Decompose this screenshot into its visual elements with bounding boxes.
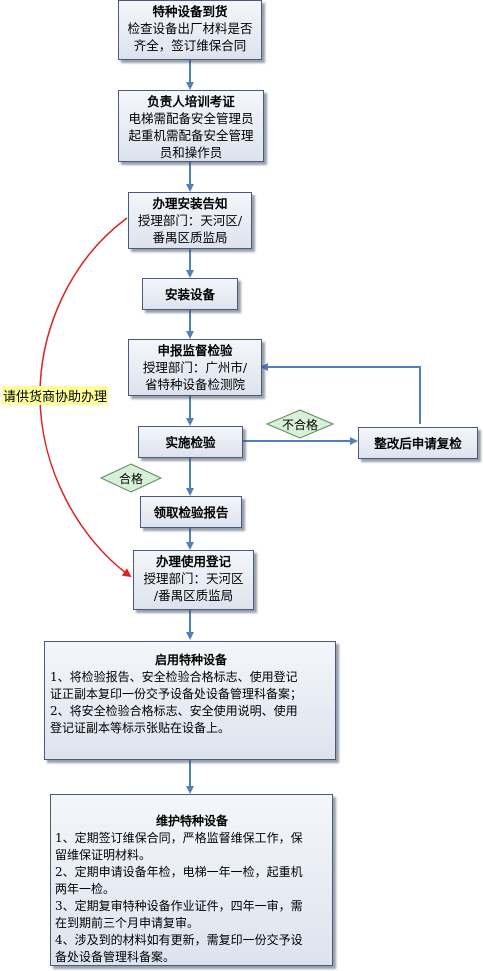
step-recheck: 整改后申请复检 <box>358 427 478 459</box>
step-inspection-apply-line-2: 省特种设备检测院 <box>144 377 245 392</box>
step-register-line-1: 授理部门：天河区 <box>143 571 244 586</box>
step-arrival: 特种设备到货 检查设备出厂材料是否 齐全，签订维保合同 <box>118 0 262 60</box>
step-get-report: 领取检验报告 <box>140 496 242 528</box>
step-enable-line-1: 1、将检验报告、安全检验合格标志、使用登记 <box>50 670 298 684</box>
step-inspection-apply-line-1: 授理部门：广州市/ <box>142 360 248 375</box>
step-register-title: 办理使用登记 <box>155 554 231 569</box>
diamond-pass-shape <box>99 463 163 493</box>
step-training: 负责人培训考证 电梯需配备安全管理员 起重机需配备安全管理 员和操作员 <box>118 90 264 162</box>
label-pass: 合格 <box>118 472 143 486</box>
step-enable-line-3: 2、将安全检验合格标志、安全使用说明、使用 <box>50 704 298 718</box>
step-training-line-2: 起重机需配备安全管理 <box>128 128 254 143</box>
step-install-title: 安装设备 <box>164 287 215 302</box>
step-register-line-2: /番禺区质监局 <box>153 588 234 603</box>
diamond-fail-shape <box>265 409 335 439</box>
step-arrival-line-1: 检查设备出厂材料是否 <box>127 21 253 36</box>
step-inspection-apply: 申报监督检验 授理部门：广州市/ 省特种设备检测院 <box>128 339 262 396</box>
step-maintain-line-4: 两年一检。 <box>55 882 116 896</box>
step-inspect-title: 实施检验 <box>165 435 216 450</box>
step-maintain-line-1: 1、定期签订维保合同，严格监督维保工作，保 <box>55 831 303 845</box>
step-install-notice-line-2: 番禺区质监局 <box>152 230 228 245</box>
step-maintain-line-5: 3、定期复审特种设备作业证件，四年一审，需 <box>55 899 303 913</box>
step-training-title: 负责人培训考证 <box>147 94 235 109</box>
step-maintain: 维护特种设备 1、定期签订维保合同，严格监督维保工作，保 留维保证明材料。 2、… <box>50 794 333 966</box>
label-fail: 不合格 <box>281 418 318 432</box>
step-recheck-title: 整改后申请复检 <box>374 436 462 451</box>
step-inspect: 实施检验 <box>138 426 243 458</box>
step-enable: 启用特种设备 1、将检验报告、安全检验合格标志、使用登记 证正副本复印一份交予设… <box>44 641 336 760</box>
step-maintain-line-6: 在到期前三个月申请复审。 <box>55 916 200 930</box>
step-inspection-apply-title: 申报监督检验 <box>157 343 233 358</box>
step-arrival-title: 特种设备到货 <box>152 4 228 19</box>
step-maintain-line-8: 备处设备管理科备案。 <box>55 950 176 964</box>
step-arrival-line-2: 齐全，签订维保合同 <box>133 38 247 53</box>
step-get-report-title: 领取检验报告 <box>153 505 229 520</box>
step-install-notice-line-1: 授理部门：天河区/ <box>137 213 243 228</box>
step-maintain-title: 维护特种设备 <box>155 814 228 828</box>
step-register: 办理使用登记 授理部门：天河区 /番禺区质监局 <box>133 550 254 610</box>
step-install: 安装设备 <box>142 278 238 310</box>
step-training-line-3: 员和操作员 <box>159 145 223 160</box>
step-maintain-line-2: 留维保证明材料。 <box>55 848 152 862</box>
step-install-notice: 办理安装告知 授理部门：天河区/ 番禺区质监局 <box>128 192 252 249</box>
arrow-s7-s5 <box>260 363 421 424</box>
step-install-notice-title: 办理安装告知 <box>152 196 228 211</box>
step-training-line-1: 电梯需配备安全管理员 <box>128 111 254 126</box>
step-maintain-line-7: 4、涉及到的材料如有更新，需复印一份交予设 <box>55 933 303 947</box>
label-supplier: 请供货商协助办理 <box>2 386 109 405</box>
step-maintain-line-3: 2、定期申请设备年检，电梯一年一检，起重机 <box>55 865 303 879</box>
step-enable-line-2: 证正副本复印一份交予设备处设备管理科备案； <box>50 687 303 701</box>
step-enable-line-4: 登记证副本等标示张贴在设备上。 <box>50 721 231 735</box>
step-enable-title: 启用特种设备 <box>154 653 227 667</box>
